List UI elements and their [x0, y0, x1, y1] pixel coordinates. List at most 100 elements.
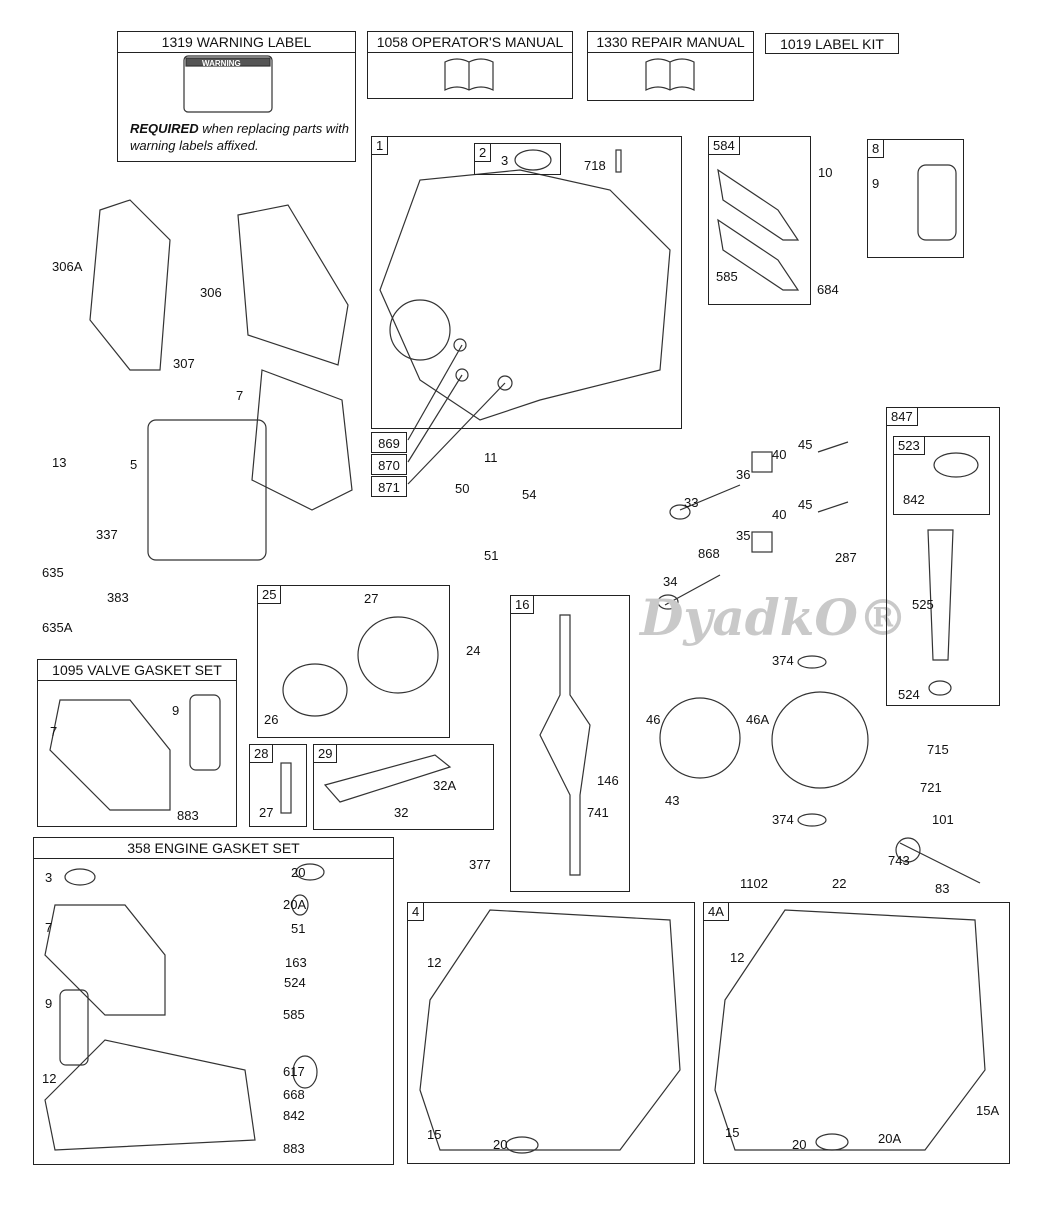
part-number-label[interactable]: 20: [792, 1137, 807, 1152]
part-number-label[interactable]: 374: [772, 653, 794, 668]
part-number-label[interactable]: 54: [522, 487, 537, 502]
part-number-label[interactable]: 3: [501, 153, 509, 168]
part-number-label[interactable]: 585: [716, 269, 738, 284]
part-number-label[interactable]: 9: [45, 996, 53, 1011]
operators-manual-kit[interactable]: 1058 OPERATOR'S MANUAL: [367, 31, 573, 99]
part-number-label[interactable]: 163: [285, 955, 307, 970]
assembly-box[interactable]: 29: [313, 744, 494, 830]
repair-manual-kit[interactable]: 1330 REPAIR MANUAL: [587, 31, 754, 101]
part-number-label[interactable]: 15: [725, 1125, 740, 1140]
assembly-box[interactable]: 25: [257, 585, 450, 738]
part-number-label[interactable]: 668: [283, 1087, 305, 1102]
part-number-label[interactable]: 524: [284, 975, 306, 990]
part-number-label[interactable]: 45: [798, 497, 813, 512]
part-number-label[interactable]: 307: [173, 356, 195, 371]
part-number-label[interactable]: 617: [283, 1064, 305, 1079]
part-number-label[interactable]: 32: [394, 805, 409, 820]
part-number-label[interactable]: 51: [291, 921, 306, 936]
part-number-label[interactable]: 20A: [878, 1131, 902, 1146]
part-number-label[interactable]: 883: [283, 1141, 305, 1156]
engine-gasket-set[interactable]: 358 ENGINE GASKET SET: [33, 837, 394, 1165]
assembly-box[interactable]: 523: [893, 436, 990, 515]
part-number-label[interactable]: 12: [42, 1071, 57, 1086]
part-number-label[interactable]: 524: [898, 687, 920, 702]
part-number-label[interactable]: 377: [469, 857, 491, 872]
part-number-label[interactable]: 20: [291, 865, 306, 880]
part-number-label[interactable]: 20: [493, 1137, 508, 1152]
label-kit[interactable]: 1019 LABEL KIT: [765, 33, 899, 54]
part-number-label[interactable]: 883: [177, 808, 199, 823]
part-number-label[interactable]: 43: [665, 793, 680, 808]
part-number-label[interactable]: 7: [45, 920, 53, 935]
part-number-label[interactable]: 146: [597, 773, 619, 788]
assembly-box[interactable]: 8: [867, 139, 964, 258]
part-number-label[interactable]: 715: [927, 742, 949, 757]
part-number-label[interactable]: 842: [283, 1108, 305, 1123]
part-number-label[interactable]: 27: [364, 591, 379, 606]
part-number-label[interactable]: 35: [736, 528, 751, 543]
part-number-label[interactable]: 50: [455, 481, 470, 496]
part-number-label[interactable]: 12: [730, 950, 745, 965]
warning-label-kit[interactable]: 1319 WARNING LABEL WARNING REQUIRED when…: [117, 31, 356, 162]
part-number-label[interactable]: 306: [200, 285, 222, 300]
part-number-label[interactable]: 5: [130, 457, 138, 472]
part-number-label[interactable]: 741: [587, 805, 609, 820]
part-number-label[interactable]: 32A: [433, 778, 457, 793]
part-number-label[interactable]: 46A: [746, 712, 770, 727]
part-number-label[interactable]: 306A: [52, 259, 83, 274]
part-number-label[interactable]: 26: [264, 712, 279, 727]
part-number-label[interactable]: 635A: [42, 620, 73, 635]
part-number-label[interactable]: 40: [772, 507, 787, 522]
part-number-label[interactable]: 34: [663, 574, 678, 589]
callout-tag[interactable]: 869: [371, 432, 407, 453]
part-number-label[interactable]: 9: [872, 176, 880, 191]
assembly-box[interactable]: 2: [474, 143, 561, 175]
part-number-label[interactable]: 15: [427, 1127, 442, 1142]
part-number-label[interactable]: 1102: [740, 876, 768, 891]
part-number-label[interactable]: 9: [172, 703, 180, 718]
part-number-label[interactable]: 83: [935, 881, 950, 896]
part-number-label[interactable]: 12: [427, 955, 442, 970]
callout-tag[interactable]: 871: [371, 476, 407, 497]
part-number-label[interactable]: 721: [920, 780, 942, 795]
part-number-label[interactable]: 22: [832, 876, 847, 891]
part-number-label[interactable]: 7: [50, 724, 58, 739]
part-number-label[interactable]: 374: [772, 812, 794, 827]
part-number-label[interactable]: 684: [817, 282, 839, 297]
part-number-label[interactable]: 15A: [976, 1103, 1000, 1118]
callout-tag[interactable]: 870: [371, 454, 407, 475]
assembly-box[interactable]: 847: [886, 407, 1000, 706]
part-number-label[interactable]: 10: [818, 165, 833, 180]
part-number-label[interactable]: 383: [107, 590, 129, 605]
part-number-label[interactable]: 635: [42, 565, 64, 580]
part-number-label[interactable]: 7: [236, 388, 244, 403]
part-number-label[interactable]: 287: [835, 550, 857, 565]
part-number-label[interactable]: 101: [932, 812, 954, 827]
part-number-label[interactable]: 24: [466, 643, 481, 658]
assembly-box[interactable]: 4: [407, 902, 695, 1164]
part-number-label[interactable]: 743: [888, 853, 910, 868]
assembly-box[interactable]: 584: [708, 136, 811, 305]
part-number-label[interactable]: 33: [684, 495, 699, 510]
part-number-label[interactable]: 525: [912, 597, 934, 612]
part-number-label[interactable]: 3: [45, 870, 53, 885]
part-number-label[interactable]: 20A: [283, 897, 307, 912]
part-number-label[interactable]: 36: [736, 467, 751, 482]
valve-gasket-set[interactable]: 1095 VALVE GASKET SET: [37, 659, 237, 827]
part-number-label[interactable]: 868: [698, 546, 720, 561]
assembly-box[interactable]: 4A: [703, 902, 1010, 1164]
part-number-label[interactable]: 718: [584, 158, 606, 173]
part-number-label[interactable]: 585: [283, 1007, 305, 1022]
assembly-box[interactable]: 28: [249, 744, 307, 827]
part-number-label[interactable]: 40: [772, 447, 787, 462]
part-number-label[interactable]: 11: [484, 450, 498, 465]
assembly-box[interactable]: 1: [371, 136, 682, 429]
part-number-label[interactable]: 45: [798, 437, 813, 452]
part-number-label[interactable]: 51: [484, 548, 499, 563]
part-number-label[interactable]: 337: [96, 527, 118, 542]
part-number-label[interactable]: 46: [646, 712, 661, 727]
assembly-box[interactable]: 16: [510, 595, 630, 892]
part-number-label[interactable]: 27: [259, 805, 274, 820]
part-number-label[interactable]: 842: [903, 492, 925, 507]
part-number-label[interactable]: 13: [52, 455, 67, 470]
